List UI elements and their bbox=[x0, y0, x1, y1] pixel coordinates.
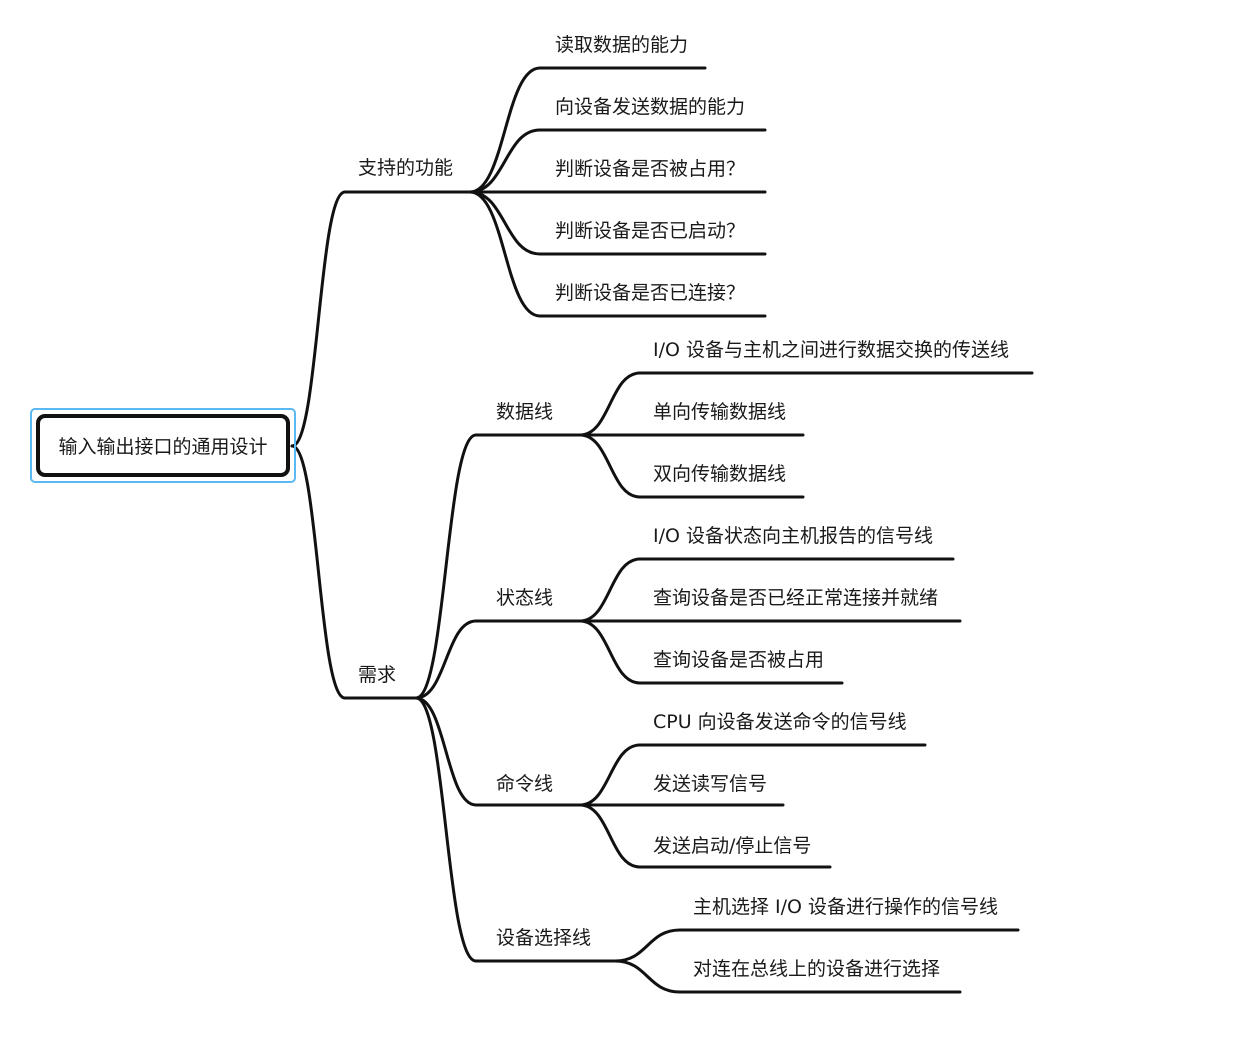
connector-curve bbox=[578, 743, 642, 807]
connector-curve bbox=[578, 433, 642, 499]
connector-curve bbox=[468, 128, 542, 194]
leaf-node[interactable]: 查询设备是否已经正常连接并就绪 bbox=[653, 587, 939, 609]
leaf-node[interactable]: 双向传输数据线 bbox=[653, 463, 787, 485]
sub-branch-device-select-line[interactable]: 设备选择线 bbox=[496, 927, 592, 949]
root-node[interactable]: 输入输出接口的通用设计 bbox=[36, 414, 290, 477]
leaf-node[interactable]: 主机选择 I/O 设备进行操作的信号线 bbox=[693, 896, 999, 918]
connector-curve bbox=[290, 190, 347, 448]
connector-curve bbox=[613, 928, 682, 963]
connector-curve bbox=[578, 619, 642, 685]
branch-node-functions[interactable]: 支持的功能 bbox=[358, 157, 454, 179]
leaf-node[interactable]: 读取数据的能力 bbox=[555, 34, 689, 56]
connector-curve bbox=[468, 66, 542, 194]
connector-curve bbox=[414, 433, 478, 700]
connector-curve bbox=[578, 371, 642, 437]
connector-curve bbox=[613, 959, 682, 994]
sub-branch-command-line[interactable]: 命令线 bbox=[496, 773, 554, 795]
connector-curve bbox=[414, 696, 478, 963]
sub-branch-status-line[interactable]: 状态线 bbox=[496, 587, 554, 609]
connector-curve bbox=[468, 190, 542, 318]
leaf-node[interactable]: 对连在总线上的设备进行选择 bbox=[693, 958, 941, 980]
connector-curve bbox=[578, 803, 642, 869]
leaf-node[interactable]: 查询设备是否被占用 bbox=[653, 649, 825, 671]
leaf-node[interactable]: I/O 设备与主机之间进行数据交换的传送线 bbox=[653, 339, 1010, 361]
root-node-label: 输入输出接口的通用设计 bbox=[58, 436, 268, 458]
connector-curve bbox=[414, 696, 478, 807]
root-selection-outline bbox=[30, 408, 296, 483]
connector-curve bbox=[290, 444, 347, 700]
leaf-node[interactable]: CPU 向设备发送命令的信号线 bbox=[653, 711, 907, 733]
connector-curve bbox=[414, 619, 478, 700]
connector-curve bbox=[578, 557, 642, 623]
leaf-node[interactable]: 发送读写信号 bbox=[653, 773, 768, 795]
leaf-node[interactable]: 单向传输数据线 bbox=[653, 401, 787, 423]
leaf-node[interactable]: 判断设备是否已连接？ bbox=[555, 282, 746, 304]
leaf-node[interactable]: 发送启动/停止信号 bbox=[653, 835, 812, 857]
sub-branch-data-line[interactable]: 数据线 bbox=[496, 401, 554, 423]
connector-curve bbox=[468, 190, 542, 256]
leaf-node[interactable]: 判断设备是否已启动？ bbox=[555, 220, 746, 242]
leaf-node[interactable]: I/O 设备状态向主机报告的信号线 bbox=[653, 525, 934, 547]
leaf-node[interactable]: 向设备发送数据的能力 bbox=[555, 96, 746, 118]
leaf-node[interactable]: 判断设备是否被占用？ bbox=[555, 158, 746, 180]
branch-node-requirements[interactable]: 需求 bbox=[358, 664, 397, 686]
